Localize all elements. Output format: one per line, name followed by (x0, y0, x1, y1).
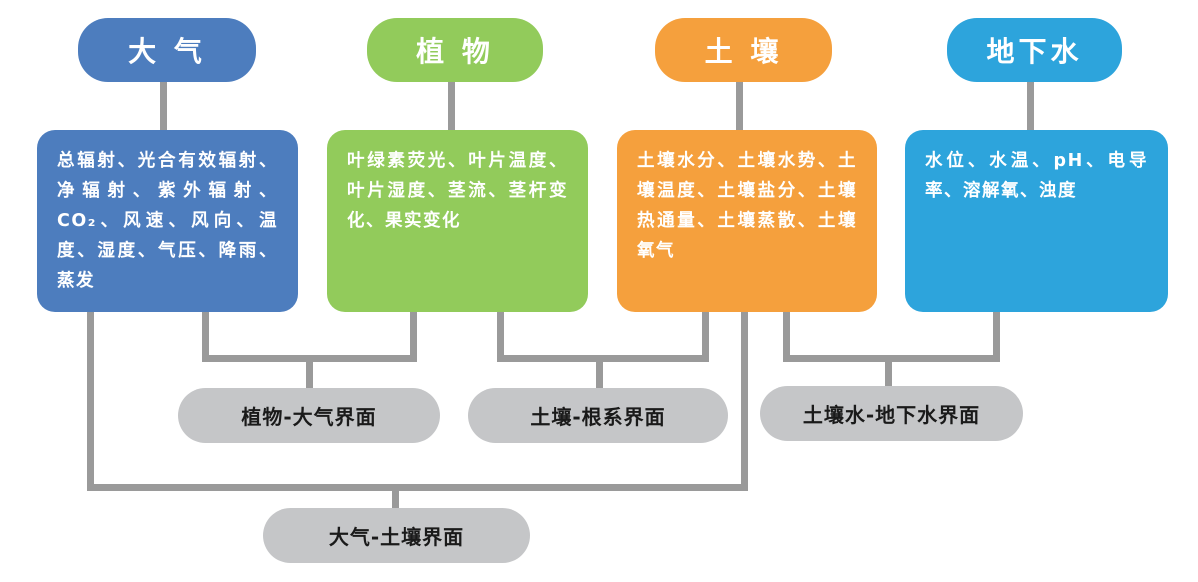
category-header-groundwater: 地下水 (947, 18, 1122, 82)
category-header-plant: 植 物 (367, 18, 543, 82)
category-header-atmosphere: 大 气 (78, 18, 256, 82)
connector-header-groundwater (1027, 82, 1034, 130)
connector-soil-root-horizontal (497, 355, 709, 362)
category-box-atmosphere: 总辐射、光合有效辐射、净辐射、紫外辐射、CO₂、风速、风向、温度、湿度、气压、降… (37, 130, 298, 312)
connector-plant-atmosphere-stub (306, 355, 313, 388)
category-items-atmosphere: 总辐射、光合有效辐射、净辐射、紫外辐射、CO₂、风速、风向、温度、湿度、气压、降… (57, 151, 278, 291)
connector-soil-root-right (702, 312, 709, 362)
connector-atmosphere-soil-left (87, 312, 94, 491)
connector-atmosphere-soil-stub (392, 484, 399, 510)
connector-header-atmosphere (160, 82, 167, 130)
interface-pill-atmosphere-soil: 大气-土壤界面 (263, 508, 530, 563)
category-header-soil: 土 壤 (655, 18, 832, 82)
connector-soilwater-groundwater-right (993, 312, 1000, 362)
interface-pill-soil-root: 土壤-根系界面 (468, 388, 728, 443)
connector-atmosphere-soil-horizontal (87, 484, 748, 491)
connector-plant-atmosphere-right (410, 312, 417, 362)
connector-soilwater-groundwater-stub (885, 355, 892, 386)
category-items-plant: 叶绿素荧光、叶片温度、叶片湿度、茎流、茎杆变化、果实变化 (347, 151, 568, 231)
connector-header-soil (736, 82, 743, 130)
interface-pill-plant-atmosphere: 植物-大气界面 (178, 388, 440, 443)
connector-soil-root-left (497, 312, 504, 362)
category-items-soil: 土壤水分、土壤水势、土壤温度、土壤盐分、土壤热通量、土壤蒸散、土壤氧气 (637, 151, 857, 261)
connector-plant-atmosphere-left (202, 312, 209, 362)
connector-header-plant (448, 82, 455, 130)
category-box-plant: 叶绿素荧光、叶片温度、叶片湿度、茎流、茎杆变化、果实变化 (327, 130, 588, 312)
category-box-groundwater: 水位、水温、pH、电导率、溶解氧、浊度 (905, 130, 1168, 312)
category-items-groundwater: 水位、水温、pH、电导率、溶解氧、浊度 (925, 151, 1148, 201)
connector-atmosphere-soil-right (741, 312, 748, 491)
connector-soilwater-groundwater-left (783, 312, 790, 362)
connector-soil-root-stub (596, 355, 603, 388)
interface-pill-soilwater-groundwater: 土壤水-地下水界面 (760, 386, 1023, 441)
category-box-soil: 土壤水分、土壤水势、土壤温度、土壤盐分、土壤热通量、土壤蒸散、土壤氧气 (617, 130, 877, 312)
